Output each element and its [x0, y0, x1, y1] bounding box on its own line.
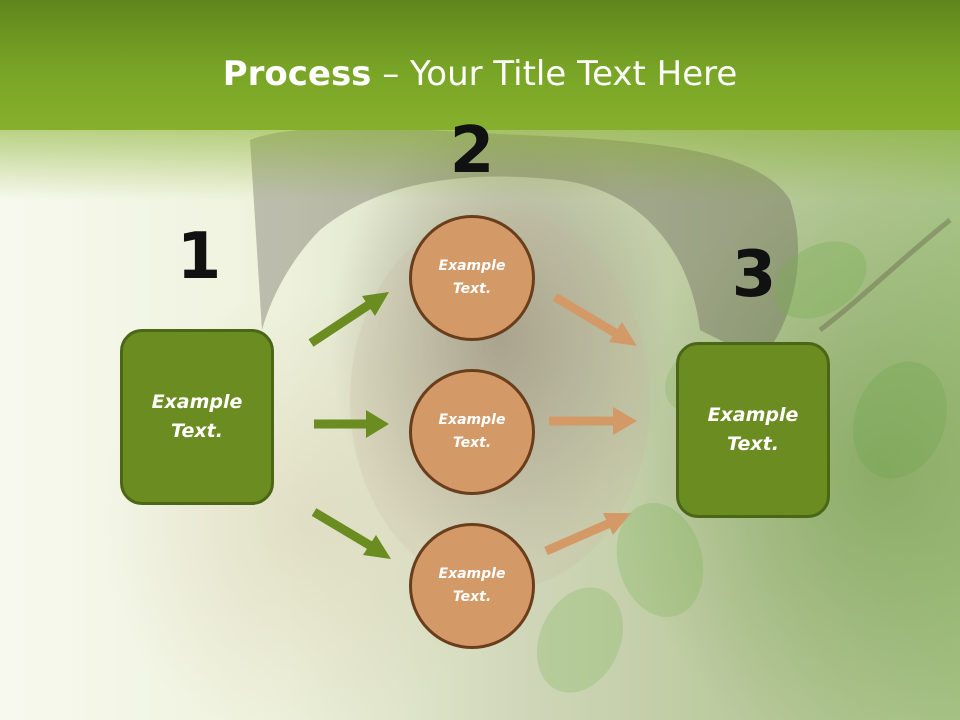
arrow-to-circle-2: [314, 410, 389, 438]
step-2-circle-top[interactable]: Example Text.: [409, 215, 535, 341]
slide-title: Process – Your Title Text Here: [0, 52, 960, 96]
arrow-to-circle-1: [308, 292, 389, 347]
leaf-shape: [536, 587, 624, 693]
title-bold-text: Process: [222, 54, 372, 94]
step-number-3: 3: [731, 238, 777, 312]
title-bar: [0, 0, 960, 200]
step-2-circle-middle[interactable]: Example Text.: [409, 369, 535, 495]
arrow-from-circle-3: [544, 513, 631, 556]
step-1-box-text: Example Text.: [151, 391, 243, 442]
leaf-shape: [616, 502, 704, 618]
branch-shape: [818, 218, 952, 332]
step-1-box[interactable]: Example Text.: [120, 329, 274, 505]
circle-middle-text: Example Text.: [438, 412, 506, 451]
step-3-box[interactable]: Example Text.: [676, 342, 830, 518]
arrow-from-circle-2: [549, 407, 637, 435]
step-2-circle-bottom[interactable]: Example Text.: [409, 523, 535, 649]
leaf-shape: [852, 361, 948, 479]
step-3-box-text: Example Text.: [707, 404, 799, 455]
arrow-from-circle-1: [552, 293, 637, 346]
step-number-2: 2: [449, 114, 495, 188]
circle-bottom-text: Example Text.: [438, 566, 506, 605]
leaf-shape: [773, 241, 867, 319]
step-number-1: 1: [176, 220, 222, 294]
title-rest-text: – Your Title Text Here: [371, 54, 738, 94]
circle-top-text: Example Text.: [438, 258, 506, 297]
arrow-to-circle-3: [311, 508, 391, 559]
